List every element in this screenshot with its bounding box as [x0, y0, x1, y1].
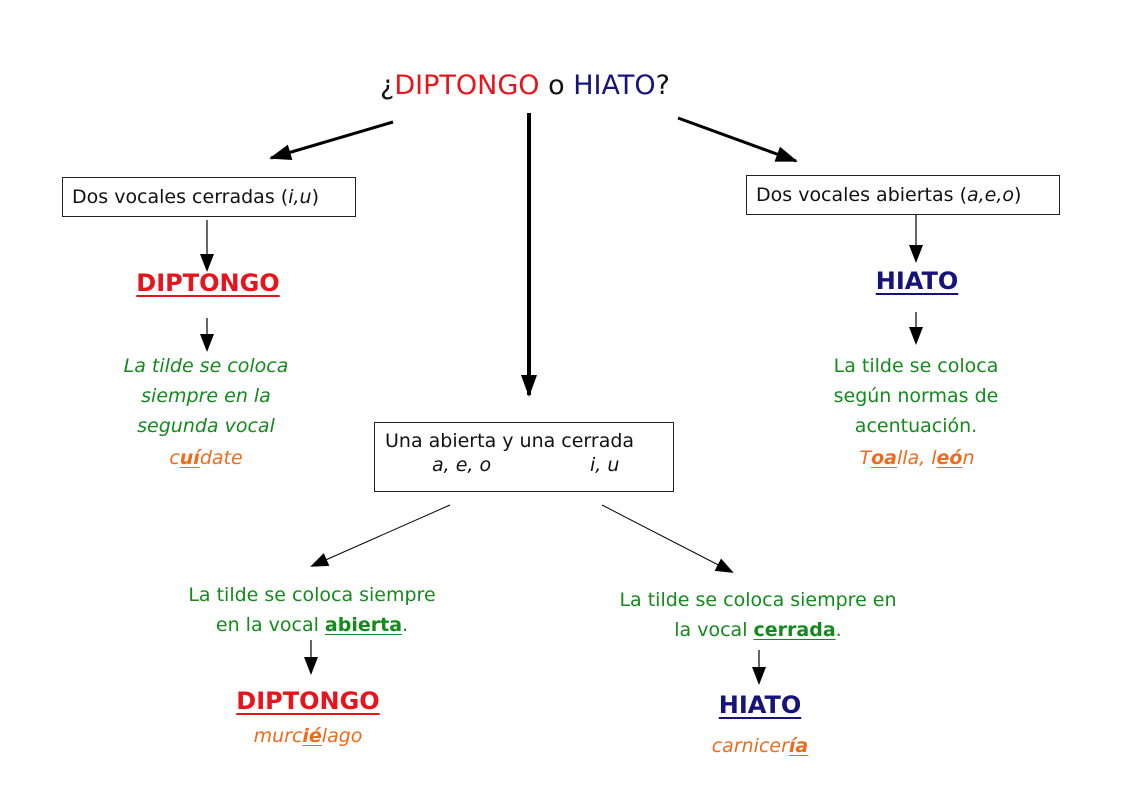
title-connector: o [539, 70, 574, 101]
rule-left-line-2: siempre en la [141, 385, 271, 407]
example-highlight: uí [179, 447, 200, 469]
box-vowels: i,u [288, 186, 312, 208]
box-two-open-vowels: Dos vocales abiertas (a,e,o) [746, 175, 1060, 215]
box-close: ) [311, 186, 319, 208]
rule-left-line-3: segunda vocal [137, 415, 275, 437]
example-pre: carnicer [711, 735, 789, 757]
rule-center-right-line-1: La tilde se coloca siempre en [619, 589, 897, 611]
example-pre-2: l [931, 447, 937, 469]
box-closed-vowels: i, u [590, 454, 620, 476]
rule-pre: la vocal [674, 619, 754, 641]
result-diptongo-left: DIPTONGO [136, 269, 280, 297]
example-highlight-2: eó [936, 447, 963, 469]
box-close: ) [1014, 184, 1022, 206]
box-text: Dos vocales abiertas ( [756, 184, 967, 206]
example-toalla-leon: Toalla, león [817, 447, 1017, 469]
box-open-vowels: a, e, o [432, 454, 492, 476]
rule-right-line-2: según normas de [833, 385, 999, 407]
rule-post: . [835, 619, 842, 641]
rule-bold-cerrada: cerrada [753, 619, 836, 641]
result-diptongo-center: DIPTONGO [236, 687, 380, 715]
rule-center-right-line-2: la vocal cerrada. [588, 615, 928, 645]
result-hiato-center: HIATO [718, 691, 802, 719]
rule-left-line-1: La tilde se coloca [123, 355, 289, 377]
diagram-title: ¿DIPTONGO o HIATO? [0, 70, 1050, 101]
example-highlight: ié [302, 725, 322, 747]
rule-bold-abierta: abierta [324, 614, 403, 636]
example-post: lago [321, 725, 363, 747]
rule-center-right: La tilde se coloca siempre en la vocal c… [588, 585, 928, 645]
arrow-center-to-right-sub [601, 504, 734, 573]
example-carniceria: carnicería [660, 735, 860, 757]
rule-post: . [402, 614, 409, 636]
rule-right: La tilde se coloca según normas de acent… [796, 351, 1036, 441]
arrow-center-to-left-sub [310, 504, 451, 567]
example-murcielago: murciélago [208, 725, 408, 747]
example-highlight: ía [788, 735, 809, 757]
example-pre: murc [253, 725, 303, 747]
box-line-1: Una abierta y una cerrada [385, 430, 635, 452]
box-text: Dos vocales cerradas ( [72, 186, 289, 208]
rule-center-left-line-2: en la vocal abierta. [152, 610, 472, 640]
arrow-title-to-right [677, 116, 798, 163]
rule-center-left-line-1: La tilde se coloca siempre [188, 584, 436, 606]
arrow-title-to-left [269, 120, 394, 161]
example-pre: T [859, 447, 872, 469]
rule-right-line-1: La tilde se coloca [833, 355, 999, 377]
box-open-and-closed: Una abierta y una cerrada a, e, o i, u [374, 422, 674, 492]
rule-center-left: La tilde se coloca siempre en la vocal a… [152, 580, 472, 640]
example-post: date [199, 447, 243, 469]
example-highlight: oa [871, 447, 897, 469]
title-prefix: ¿ [380, 70, 395, 101]
box-vowels: a,e,o [967, 184, 1015, 206]
rule-left: La tilde se coloca siempre en la segunda… [86, 351, 326, 441]
example-pre: c [169, 447, 180, 469]
rule-right-line-3: acentuación. [854, 415, 978, 437]
title-diptongo: DIPTONGO [394, 70, 540, 101]
rule-pre: en la vocal [215, 614, 325, 636]
result-hiato-right: HIATO [875, 267, 959, 295]
box-two-closed-vowels: Dos vocales cerradas (i,u) [62, 177, 356, 217]
example-cuidate: cuídate [106, 447, 306, 469]
title-suffix: ? [655, 70, 670, 101]
example-post-2: n [962, 447, 975, 469]
title-hiato: HIATO [573, 70, 656, 101]
example-post: lla, [896, 447, 932, 469]
